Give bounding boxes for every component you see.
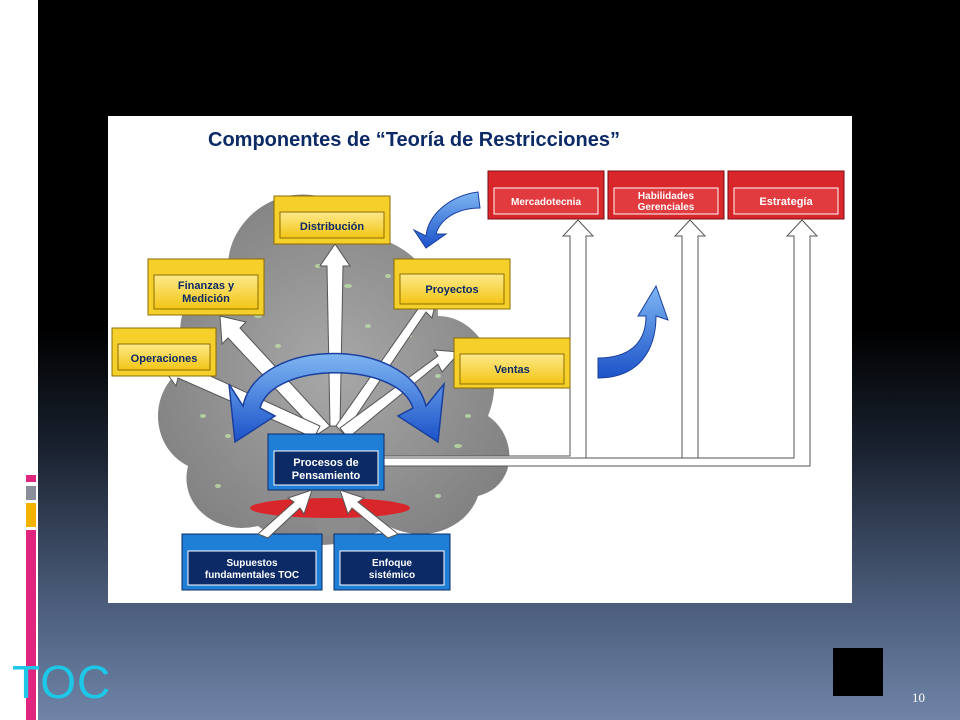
box-proyectos: Proyectos [393, 258, 511, 310]
box-distribucion: Distribución [273, 195, 391, 245]
label-finanzas-2: Medición [182, 293, 230, 305]
decor-bar [20, 20, 24, 116]
decor-bar [26, 503, 36, 527]
curved-blue-arrow-bottom [597, 284, 669, 379]
blue-arc-arrow [228, 352, 446, 444]
label-distribucion: Distribución [300, 221, 364, 233]
box-enfoque: Enfoque sistémico [333, 533, 451, 591]
label-estrategia: Estrategía [759, 196, 813, 208]
label-supuestos-2: fundamentales TOC [205, 570, 299, 581]
decor-bar [26, 530, 36, 720]
label-supuestos-1: Supuestos [226, 558, 278, 569]
bottom-arrows [257, 489, 399, 539]
connector-arrows [377, 219, 819, 467]
decor-bar [26, 475, 36, 482]
black-square [833, 648, 883, 696]
label-enfoque-2: sistémico [369, 570, 415, 581]
diagram-title: Componentes de “Teoría de Restricciones” [208, 129, 620, 151]
page-number: 10 [912, 690, 925, 705]
label-proyectos: Proyectos [425, 284, 478, 296]
diagram-image: Componentes de “Teoría de Restricciones” [108, 116, 852, 603]
label-finanzas-1: Finanzas y [178, 280, 235, 292]
box-procesos: Procesos de Pensamiento [267, 433, 385, 491]
decor-bar [26, 20, 31, 116]
box-estrategia: Estrategía [727, 170, 845, 220]
label-ventas: Ventas [494, 364, 529, 376]
box-habilidades: Habilidades Gerenciales [607, 170, 725, 220]
label-habilidades-2: Gerenciales [638, 202, 695, 213]
box-supuestos: Supuestos fundamentales TOC [181, 533, 323, 591]
label-habilidades-1: Habilidades [638, 191, 695, 202]
curved-blue-arrow-top [412, 191, 481, 249]
label-procesos-1: Procesos de [293, 457, 358, 469]
roots-ellipse [250, 498, 410, 518]
label-operaciones: Operaciones [131, 353, 198, 365]
box-ventas: Ventas [453, 337, 571, 389]
box-mercadotecnia: Mercadotecnia [487, 170, 605, 220]
label-procesos-2: Pensamiento [292, 470, 361, 482]
slide-title: TOC [12, 656, 112, 708]
label-enfoque-1: Enfoque [372, 558, 412, 569]
decor-bar [33, 20, 38, 116]
box-finanzas: Finanzas y Medición [147, 258, 265, 316]
label-mercadotecnia: Mercadotecnia [511, 197, 581, 208]
decor-bar [26, 486, 36, 500]
box-operaciones: Operaciones [111, 327, 217, 377]
